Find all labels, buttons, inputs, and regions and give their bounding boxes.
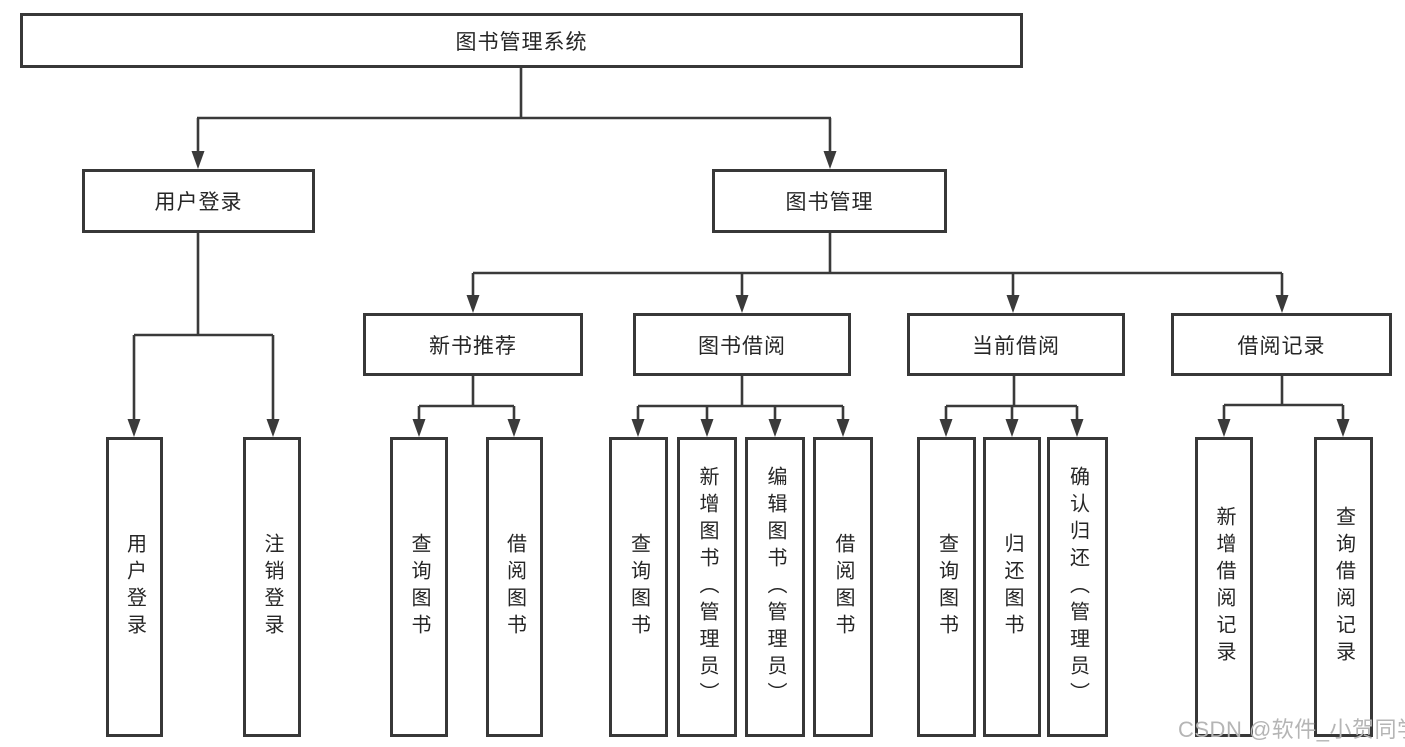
node-root-system: 图书管理系统 <box>20 13 1023 68</box>
leaf-user-login: 用户登录 <box>106 437 163 737</box>
node-borrow-records-label: 借阅记录 <box>1237 334 1326 358</box>
arrowheads <box>127 151 1350 437</box>
leaf-edit-book-admin: 编辑图书（管理员） <box>745 437 805 737</box>
leaf-borrow-book-recommend: 借阅图书 <box>486 437 543 737</box>
leaf-query-borrow-record: 查询借阅记录 <box>1314 437 1373 737</box>
leaf-confirm-return-admin-label: 确认归还（管理员） <box>1066 465 1089 709</box>
leaf-user-login-label: 用户登录 <box>123 533 146 641</box>
leaf-edit-book-admin-label: 编辑图书（管理员） <box>764 465 786 709</box>
node-user-login: 用户登录 <box>82 169 315 233</box>
leaf-borrow-book: 借阅图书 <box>813 437 873 737</box>
leaf-query-book-borrowing-label: 查询图书 <box>627 533 650 641</box>
leaf-query-book-current: 查询图书 <box>917 437 976 737</box>
node-user-login-label: 用户登录 <box>154 191 243 214</box>
leaf-query-book-borrowing: 查询图书 <box>609 437 668 737</box>
leaf-confirm-return-admin: 确认归还（管理员） <box>1047 437 1108 737</box>
node-book-borrowing: 图书借阅 <box>633 313 851 376</box>
leaf-borrow-book-label: 借阅图书 <box>832 533 854 641</box>
leaf-logout: 注销登录 <box>243 437 301 737</box>
leaf-add-book-admin: 新增图书（管理员） <box>677 437 737 737</box>
node-borrow-records: 借阅记录 <box>1171 313 1392 376</box>
node-current-borrowing-label: 当前借阅 <box>972 334 1060 358</box>
node-book-borrowing-label: 图书借阅 <box>698 334 786 358</box>
leaf-return-book-label: 归还图书 <box>1001 533 1023 641</box>
node-current-borrowing: 当前借阅 <box>907 313 1125 376</box>
node-book-management: 图书管理 <box>712 169 947 233</box>
leaf-query-borrow-record-label: 查询借阅记录 <box>1332 506 1355 668</box>
node-book-management-label: 图书管理 <box>785 191 874 214</box>
leaf-add-borrow-record-label: 新增借阅记录 <box>1213 506 1235 668</box>
leaf-query-book-current-label: 查询图书 <box>935 533 958 641</box>
node-root-system-label: 图书管理系统 <box>455 30 588 54</box>
node-new-book-recommend: 新书推荐 <box>363 313 583 376</box>
leaf-add-book-admin-label: 新增图书（管理员） <box>696 465 718 709</box>
leaf-borrow-book-recommend-label: 借阅图书 <box>503 533 526 641</box>
leaf-add-borrow-record: 新增借阅记录 <box>1195 437 1253 737</box>
leaf-return-book: 归还图书 <box>983 437 1041 737</box>
leaf-query-book-recommend-label: 查询图书 <box>408 533 430 641</box>
leaf-logout-label: 注销登录 <box>261 533 283 641</box>
leaf-query-book-recommend: 查询图书 <box>390 437 448 737</box>
csdn-watermark: CSDN @软件_小贺同学 <box>1178 717 1405 742</box>
node-new-book-recommend-label: 新书推荐 <box>429 334 517 358</box>
